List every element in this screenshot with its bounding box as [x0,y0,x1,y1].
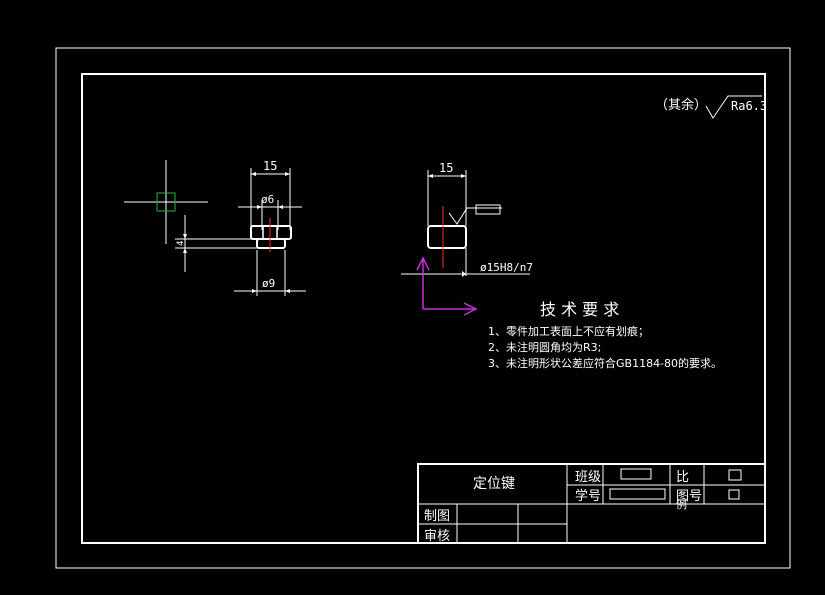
tech-item-1: 1、零件加工表面上不应有划痕； [488,324,649,338]
left-view: 15 ø6 4 ø9 [175,159,306,296]
checked-by-label: 审核 [424,529,450,544]
outer-paper-border [55,47,791,569]
drawn-by-label: 制图 [424,509,450,524]
student-no-label: 学号 [575,488,601,504]
left-dim-side: 4 [176,241,186,246]
tech-title: 技 术 要 求 [540,300,619,319]
drawing-no-label: 图号 [676,489,702,504]
roughness-symbol: （其余） Ra6.3 [655,95,767,119]
tech-item-3: 3、未注明形状公差应符合GB1184-80的要求。 [488,356,722,370]
right-view: 15 ø15H8/n7 [401,161,533,316]
title-block: 定位键 班级 学号 比 图号 例 制图 审核 [417,463,766,544]
tech-item-2: 2、未注明圆角均为R3; [488,340,601,354]
left-dim-top: 15 [263,159,277,173]
part-name: 定位键 [473,476,515,492]
right-fit-label: ø15H8/n7 [480,261,533,274]
tech-requirements: 技 术 要 求 1、零件加工表面上不应有划痕； 2、未注明圆角均为R3; 3、未… [488,300,722,370]
scale-label-2: 例 [676,497,687,511]
left-dim-inner-dia: ø6 [261,193,274,206]
right-dim-top: 15 [439,161,453,175]
left-dim-outer-dia: ø9 [262,277,275,290]
ucs-crosshair-icon [124,160,208,244]
class-label: 班级 [575,470,601,485]
roughness-value: Ra6.3 [731,99,767,113]
ucs-axis-icon [416,256,478,316]
scale-label: 比 [676,470,689,485]
roughness-note: （其余） [655,97,707,113]
